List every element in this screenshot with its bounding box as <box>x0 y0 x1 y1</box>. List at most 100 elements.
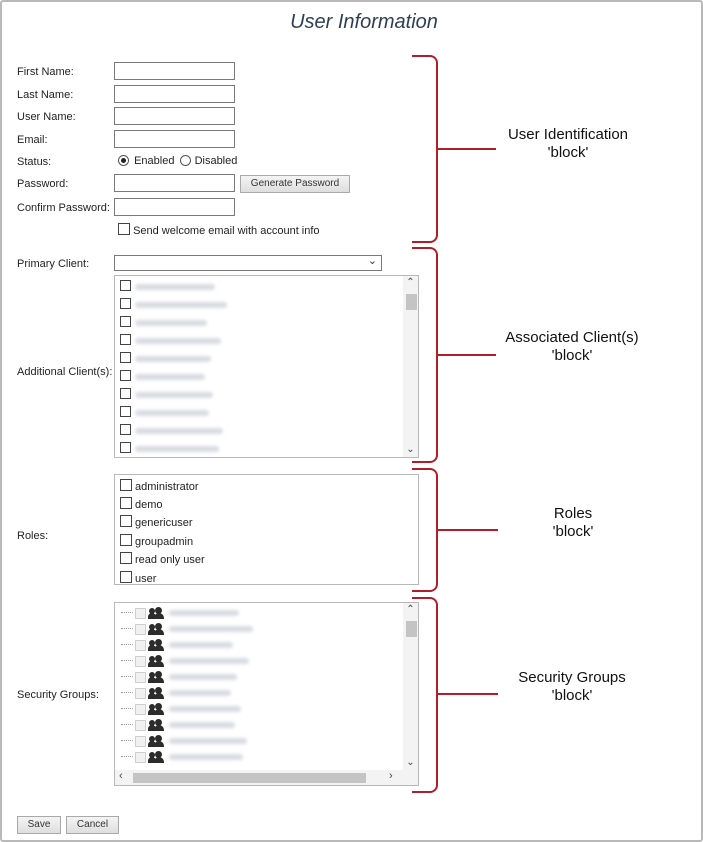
client-name-redacted <box>135 356 211 363</box>
password-label: Password: <box>17 178 69 190</box>
save-button[interactable]: Save <box>17 816 61 834</box>
primary-client-select[interactable]: ⌄ <box>114 255 382 271</box>
security-brace-tick <box>438 693 498 695</box>
tree-row[interactable] <box>121 685 231 701</box>
client-checkbox[interactable] <box>120 352 131 363</box>
user-group-icon <box>148 703 165 716</box>
client-checkbox[interactable] <box>120 298 131 309</box>
tree-checkbox[interactable] <box>135 639 146 651</box>
clients-scrollbar[interactable]: ⌃ ⌄ <box>403 276 418 457</box>
scroll-up-icon[interactable]: ⌃ <box>406 277 415 288</box>
role-checkbox[interactable] <box>120 497 132 509</box>
client-checkbox[interactable] <box>120 334 131 345</box>
tree-row[interactable] <box>121 605 239 621</box>
client-row[interactable] <box>120 404 209 422</box>
first-name-label: First Name: <box>17 66 74 78</box>
role-row[interactable]: groupadmin <box>120 533 193 551</box>
status-enabled-radio[interactable] <box>118 155 129 166</box>
annotation-subtitle: 'block' <box>547 144 589 161</box>
user-group-icon <box>148 687 165 700</box>
generate-password-button[interactable]: Generate Password <box>240 175 350 193</box>
tree-connector <box>121 692 133 694</box>
tree-row[interactable] <box>121 621 253 637</box>
client-row[interactable] <box>120 332 221 350</box>
annotation-subtitle: 'block' <box>551 687 593 704</box>
client-row[interactable] <box>120 314 207 332</box>
role-row[interactable]: read only user <box>120 551 205 569</box>
welcome-email-checkbox[interactable] <box>118 223 130 235</box>
tree-checkbox[interactable] <box>135 671 146 683</box>
client-checkbox[interactable] <box>120 388 131 399</box>
tree-row[interactable] <box>121 637 233 653</box>
role-checkbox[interactable] <box>120 552 132 564</box>
tree-row[interactable] <box>121 749 243 765</box>
scroll-thumb[interactable] <box>406 621 417 637</box>
user-group-icon <box>148 671 165 684</box>
password-field[interactable] <box>114 174 235 192</box>
annotation-subtitle: 'block' <box>552 523 594 540</box>
client-row[interactable] <box>120 368 205 386</box>
roles-label: Roles: <box>17 530 49 542</box>
role-row[interactable]: demo <box>120 496 163 514</box>
tree-row[interactable] <box>121 733 247 749</box>
tree-checkbox[interactable] <box>135 655 146 667</box>
annotation-title: Security Groups <box>518 669 626 686</box>
client-row[interactable] <box>120 296 227 314</box>
additional-clients-list[interactable]: ⌃ ⌄ <box>114 275 419 458</box>
tree-row[interactable] <box>121 717 235 733</box>
first-name-field[interactable] <box>114 62 235 80</box>
client-checkbox[interactable] <box>120 424 131 435</box>
user-group-icon <box>148 639 165 652</box>
role-row[interactable]: administrator <box>120 478 199 496</box>
status-disabled-radio[interactable] <box>179 155 191 166</box>
security-groups-vscrollbar[interactable]: ⌃ ⌄ <box>403 603 418 770</box>
tree-checkbox[interactable] <box>135 703 146 715</box>
security-groups-hscrollbar[interactable]: ‹ › <box>115 770 418 785</box>
scroll-up-icon[interactable]: ⌃ <box>406 604 415 615</box>
client-row[interactable] <box>120 386 213 404</box>
user-group-icon <box>148 655 165 668</box>
tree-checkbox[interactable] <box>135 719 146 731</box>
tree-checkbox[interactable] <box>135 687 146 699</box>
tree-row[interactable] <box>121 653 249 669</box>
client-row[interactable] <box>120 278 215 296</box>
role-row[interactable]: user <box>120 570 156 584</box>
role-checkbox[interactable] <box>120 515 132 527</box>
client-row[interactable] <box>120 350 211 368</box>
tree-checkbox[interactable] <box>135 751 146 763</box>
roles-annotation: Roles 'block' <box>513 505 633 541</box>
last-name-field[interactable] <box>114 85 235 103</box>
role-checkbox[interactable] <box>120 479 132 491</box>
annotation-subtitle: 'block' <box>551 347 593 364</box>
hscroll-thumb[interactable] <box>133 773 366 783</box>
scroll-left-icon[interactable]: ‹ <box>119 770 123 782</box>
tree-checkbox[interactable] <box>135 607 146 619</box>
roles-list[interactable]: administrator demo genericuser groupadmi… <box>114 474 419 585</box>
scroll-down-icon[interactable]: ⌄ <box>406 757 415 768</box>
tree-row[interactable] <box>121 701 241 717</box>
role-row[interactable]: genericuser <box>120 514 192 532</box>
cancel-button[interactable]: Cancel <box>66 816 119 834</box>
scroll-down-icon[interactable]: ⌄ <box>406 444 415 455</box>
client-name-redacted <box>135 410 209 417</box>
client-checkbox[interactable] <box>120 406 131 417</box>
email-field[interactable] <box>114 130 235 148</box>
scroll-thumb[interactable] <box>406 294 417 310</box>
client-checkbox[interactable] <box>120 280 131 291</box>
role-checkbox[interactable] <box>120 571 132 583</box>
user-name-field[interactable] <box>114 107 235 125</box>
client-checkbox[interactable] <box>120 316 131 327</box>
client-row[interactable] <box>120 440 219 457</box>
tree-checkbox[interactable] <box>135 735 146 747</box>
tree-connector <box>121 676 133 678</box>
scroll-right-icon[interactable]: › <box>389 770 393 782</box>
role-checkbox[interactable] <box>120 534 132 546</box>
tree-row[interactable] <box>121 669 237 685</box>
client-checkbox[interactable] <box>120 442 131 453</box>
tree-checkbox[interactable] <box>135 623 146 635</box>
group-name-redacted <box>169 690 231 697</box>
security-groups-tree[interactable]: ⌃ ⌄ ‹ › <box>114 602 419 786</box>
client-checkbox[interactable] <box>120 370 131 381</box>
client-row[interactable] <box>120 422 223 440</box>
confirm-password-field[interactable] <box>114 198 235 216</box>
